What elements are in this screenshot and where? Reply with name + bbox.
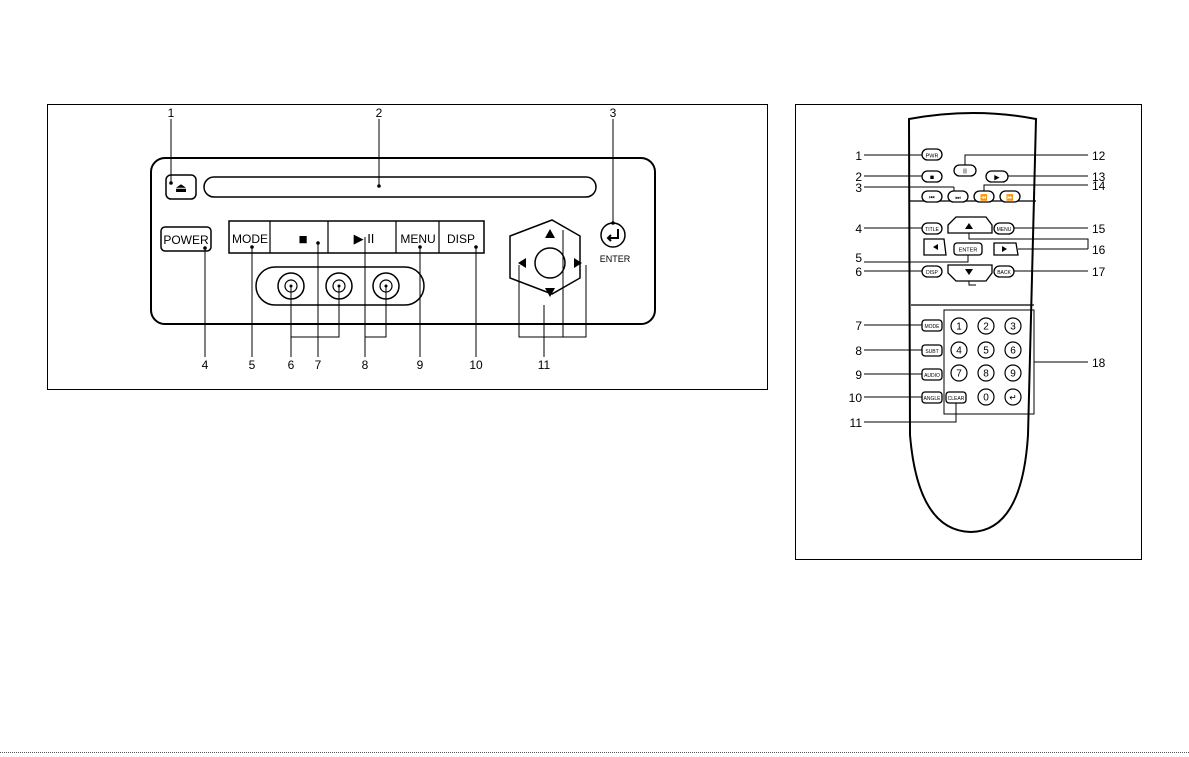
remote-callout-12: 12 [1092,149,1106,163]
remote-callout-16: 16 [1092,243,1106,257]
disp-button[interactable]: DISP [447,232,475,246]
skip-fwd-button[interactable]: ⏭ [948,191,968,202]
svg-text:4: 4 [956,346,962,357]
subt-button[interactable]: SUBT [922,345,942,356]
svg-text:⏩: ⏩ [1006,194,1014,202]
callout-8: 8 [362,358,369,372]
callout-1: 1 [168,106,175,120]
remote-callout-1: 1 [855,149,862,163]
svg-text:⏮: ⏮ [929,196,935,202]
svg-text:MODE: MODE [925,324,941,330]
power-label: POWER [163,233,209,247]
pause-button[interactable]: II [954,165,976,176]
remote-callout-17: 17 [1092,265,1106,279]
remote-panel: PWR II ▶ ■ ⏮ ⏭ ⏪ ⏩ [795,104,1142,560]
remote-callout-9: 9 [855,368,862,382]
angle-button[interactable]: ANGLE [922,392,942,403]
svg-text:PWR: PWR [926,154,939,160]
audio-button[interactable]: AUDIO [922,369,942,380]
enter-label: ENTER [600,254,631,264]
svg-text:1: 1 [956,322,962,333]
callout-6: 6 [288,358,295,372]
eject-icon: ⏏ [175,180,187,195]
svg-text:⏭: ⏭ [955,196,961,202]
svg-text:8: 8 [983,369,989,380]
svg-text:SUBT: SUBT [925,349,938,355]
enter-key-icon: ↵ [1009,393,1017,403]
svg-text:CLEAR: CLEAR [948,396,965,402]
callout-11: 11 [538,358,551,372]
remote-callout-6: 6 [855,265,862,279]
svg-text:⏪: ⏪ [980,194,988,202]
svg-text:AUDIO: AUDIO [924,373,940,379]
svg-text:DISP: DISP [926,270,938,276]
remote-callout-11: 11 [850,416,863,430]
callout-9: 9 [417,358,424,372]
mode-button[interactable]: MODE [232,232,268,246]
stop-button[interactable]: ■ [298,231,307,248]
title-button[interactable]: TITLE [922,223,942,234]
page-bottom-rule [0,752,1189,753]
callout-5: 5 [249,358,256,372]
remote-callout-5: 5 [855,251,862,265]
remote-callout-14: 14 [1092,179,1106,193]
remote-callout-8: 8 [855,344,862,358]
remote-callout-15: 15 [1092,222,1106,236]
svg-text:▶: ▶ [994,175,1000,182]
svg-text:ANGLE: ANGLE [924,396,942,402]
svg-text:■: ■ [930,175,934,182]
callout-2: 2 [376,106,383,120]
svg-text:9: 9 [1010,369,1016,380]
dpad-center[interactable] [535,248,565,278]
svg-text:0: 0 [983,393,989,404]
head-unit-diagram: ⏏ ENTER POWER MODE ■ ▶ II MENU DISP [48,105,767,389]
menu-button[interactable]: MENU [400,232,435,246]
remote-diagram: PWR II ▶ ■ ⏮ ⏭ ⏪ ⏩ [796,105,1141,559]
play-pause-button[interactable]: ▶ II [354,231,375,246]
clear-button[interactable]: CLEAR [946,392,966,403]
callout-7: 7 [315,358,322,372]
svg-text:7: 7 [956,369,962,380]
back-button[interactable]: BACK [994,266,1014,277]
disc-slot [204,177,596,197]
rewind-button[interactable]: ⏪ [974,191,994,202]
svg-text:BACK: BACK [997,270,1011,276]
remote-callout-18: 18 [1092,356,1106,370]
svg-text:MENU: MENU [997,227,1012,233]
svg-text:II: II [963,169,967,176]
svg-text:ENTER: ENTER [959,248,978,254]
svg-text:5: 5 [983,346,989,357]
remote-callout-3: 3 [855,181,862,195]
menu-button[interactable]: MENU [994,223,1014,234]
callout-10: 10 [469,358,483,372]
ffwd-button[interactable]: ⏩ [1000,191,1020,202]
disp-button[interactable]: DISP [922,266,942,277]
callout-4: 4 [202,358,209,372]
svg-text:6: 6 [1010,346,1016,357]
remote-callout-4: 4 [855,222,862,236]
pwr-button[interactable]: PWR [922,149,942,160]
enter-button[interactable] [601,223,625,247]
head-unit-panel: ⏏ ENTER POWER MODE ■ ▶ II MENU DISP [47,104,768,390]
remote-callout-7: 7 [855,319,862,333]
callout-3: 3 [610,106,617,120]
svg-text:3: 3 [1010,322,1016,333]
remote-callout-10: 10 [849,391,863,405]
enter-key[interactable]: ENTER [954,243,982,255]
svg-text:2: 2 [983,322,989,333]
mode-button[interactable]: MODE [922,320,942,331]
svg-text:TITLE: TITLE [925,227,939,233]
skip-back-button[interactable]: ⏮ [922,191,942,202]
stop-button[interactable]: ■ [922,171,942,182]
play-button[interactable]: ▶ [986,171,1008,182]
